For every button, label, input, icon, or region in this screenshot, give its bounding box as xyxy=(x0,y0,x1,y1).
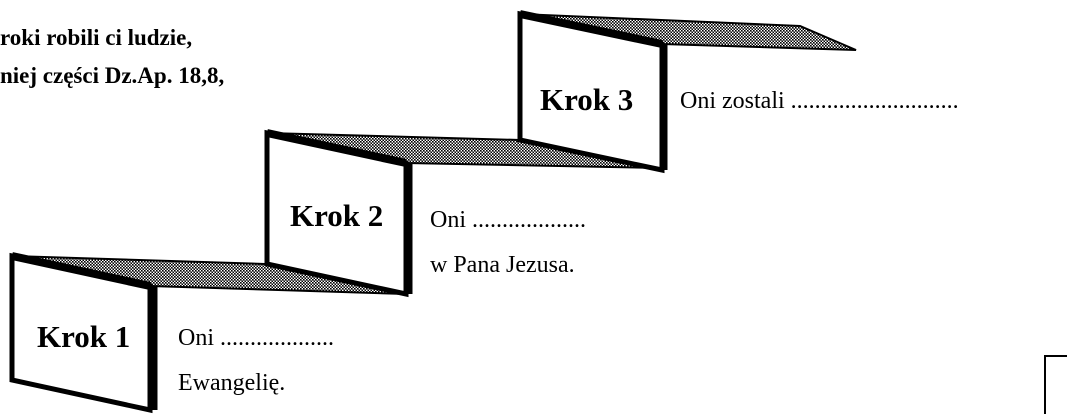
step-2-edge xyxy=(266,129,407,167)
corner-box-fragment xyxy=(1044,355,1067,414)
step-1-answer-line: Oni ................... xyxy=(178,325,334,351)
intro-line-1: roki robili ci ludzie, xyxy=(0,25,193,50)
step-1-edge xyxy=(11,252,151,290)
step-2-block xyxy=(264,129,663,298)
step-3-answer-line: Oni zostali ............................ xyxy=(680,88,959,114)
step-2-second-line: w Pana Jezusa. xyxy=(430,252,575,278)
step-3-block xyxy=(517,10,857,174)
step-3-label: Krok 3 xyxy=(540,82,634,117)
step-2-answer-line: Oni ................... xyxy=(430,207,586,233)
step-2-label: Krok 2 xyxy=(290,198,384,233)
step-1-second-line: Ewangelię. xyxy=(178,370,286,396)
intro-line-2: niej części Dz.Ap. 18,8, xyxy=(0,63,225,88)
step-1-block xyxy=(9,252,407,414)
step-3-edge xyxy=(519,10,663,48)
step-1-label: Krok 1 xyxy=(37,319,131,354)
